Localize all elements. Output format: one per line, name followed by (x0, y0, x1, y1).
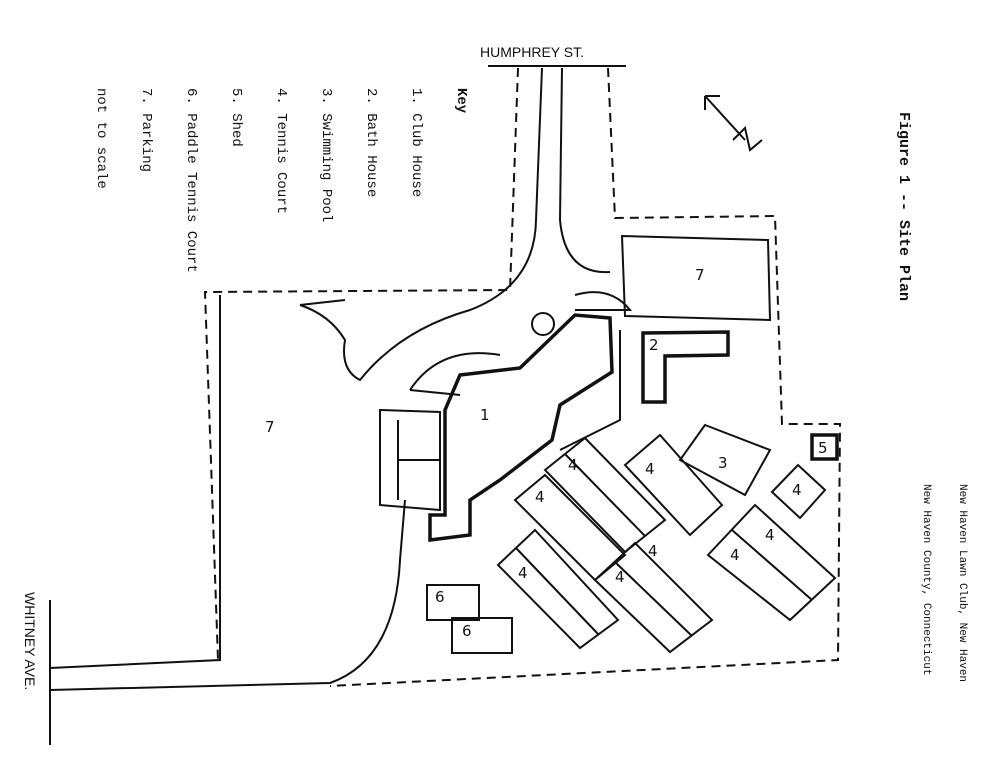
humphrey-street-label: HUMPHREY ST. (480, 44, 584, 60)
label-parking-north: 7 (695, 266, 705, 284)
key-item: 2. Bath House (363, 88, 379, 198)
label-court: 4 (765, 526, 775, 544)
parking-edge (299, 299, 346, 306)
label-court: 4 (730, 546, 740, 564)
label-court: 4 (568, 456, 578, 474)
label-court: 4 (518, 564, 528, 582)
label-parking-west: 7 (265, 418, 275, 436)
club-terrace (409, 352, 501, 391)
club-wing (379, 408, 441, 512)
paddle-court-2 (451, 617, 513, 654)
location-line-1: New Haven Lawn Club, New Haven (956, 484, 968, 683)
label-shed: 5 (818, 439, 828, 457)
key-item: 4. Tennis Court (273, 88, 289, 215)
property-boundary (203, 67, 842, 687)
figure-title: Figure 1 -- Site Plan (895, 112, 912, 302)
label-club-house: 1 (480, 406, 490, 424)
north-arrow-icon (704, 95, 746, 141)
label-paddle-1: 6 (435, 588, 445, 606)
swimming-pool (678, 423, 772, 497)
key-item: 3. Swimming Pool (318, 88, 334, 223)
label-paddle-2: 6 (462, 622, 472, 640)
key-item: 5. Shed (228, 88, 244, 147)
label-court: 4 (615, 568, 625, 586)
location-caption: New Haven Lawn Club, New Haven New Haven… (908, 484, 992, 682)
key-item: 1. Club House (408, 88, 424, 198)
shed (810, 433, 839, 461)
club-house (428, 313, 614, 542)
label-bath-house: 2 (649, 336, 659, 354)
key-title: Key (453, 88, 469, 114)
north-letter-shape (732, 126, 763, 152)
key-item: 7. Parking (138, 88, 154, 173)
location-line-2: New Haven County, Connecticut (920, 484, 932, 676)
terrace-edge (409, 389, 461, 396)
tennis-courts (496, 433, 837, 654)
whitney-avenue-label: WHITNEY AVE. (22, 592, 38, 691)
bath-house (641, 330, 730, 404)
label-pool: 3 (718, 454, 728, 472)
label-court: 4 (645, 460, 655, 478)
entrance-road (49, 67, 633, 691)
legend-key: Key 1. Club House 2. Bath House 3. Swimm… (78, 88, 498, 273)
label-court: 4 (792, 481, 802, 499)
key-item: 6. Paddle Tennis Court (183, 88, 199, 273)
parking-lot-north (620, 234, 772, 322)
label-court: 4 (535, 488, 545, 506)
label-court: 4 (648, 542, 658, 560)
circle-island (531, 312, 555, 336)
club-walk (559, 330, 621, 451)
key-note: not to scale (93, 88, 109, 189)
